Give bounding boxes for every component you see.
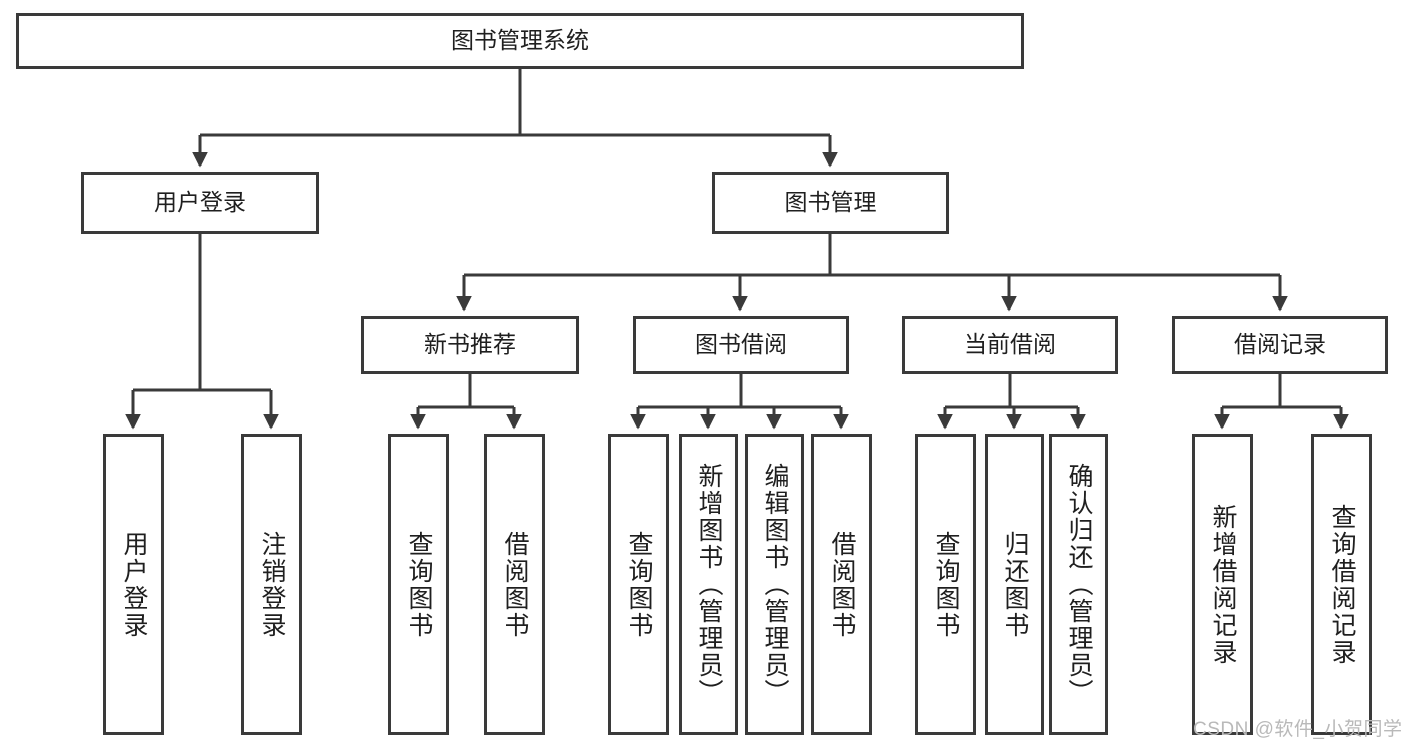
- leaf-borrow-book-newbook[interactable]: 借阅图书: [484, 434, 545, 735]
- node-user-login-label: 用户登录: [154, 189, 246, 216]
- leaf-edit-book-admin-label: 编辑图书（管理员）: [761, 463, 789, 706]
- node-new-book-recommend[interactable]: 新书推荐: [361, 316, 579, 374]
- leaf-return-book-label: 归还图书: [1001, 530, 1029, 639]
- node-current-borrow[interactable]: 当前借阅: [902, 316, 1118, 374]
- leaf-user-login-label: 用户登录: [120, 530, 148, 639]
- leaf-borrow-book[interactable]: 借阅图书: [811, 434, 872, 735]
- leaf-add-book-admin-label: 新增图书（管理员）: [695, 463, 723, 706]
- leaf-edit-book-admin[interactable]: 编辑图书（管理员）: [745, 434, 804, 735]
- node-current-borrow-label: 当前借阅: [964, 331, 1056, 358]
- leaf-borrow-book-newbook-label: 借阅图书: [501, 530, 529, 639]
- leaf-add-book-admin[interactable]: 新增图书（管理员）: [679, 434, 738, 735]
- leaf-query-borrow-record[interactable]: 查询借阅记录: [1311, 434, 1372, 735]
- node-borrow-record-label: 借阅记录: [1234, 331, 1326, 358]
- node-user-login[interactable]: 用户登录: [81, 172, 319, 234]
- node-root[interactable]: 图书管理系统: [16, 13, 1024, 69]
- leaf-add-borrow-record[interactable]: 新增借阅记录: [1192, 434, 1253, 735]
- csdn-watermark: CSDN @软件_小贺同学: [1193, 719, 1403, 740]
- leaf-query-book-current[interactable]: 查询图书: [915, 434, 976, 735]
- leaf-confirm-return-admin[interactable]: 确认归还（管理员）: [1049, 434, 1108, 735]
- node-root-label: 图书管理系统: [451, 27, 589, 54]
- node-book-management-label: 图书管理: [784, 189, 877, 216]
- leaf-query-borrow-record-label: 查询借阅记录: [1328, 503, 1356, 666]
- leaf-logout-label: 注销登录: [258, 530, 286, 639]
- leaf-return-book[interactable]: 归还图书: [985, 434, 1044, 735]
- node-new-book-recommend-label: 新书推荐: [424, 331, 516, 358]
- leaf-borrow-book-label: 借阅图书: [828, 530, 856, 639]
- node-book-borrow-label: 图书借阅: [695, 331, 787, 358]
- leaf-query-book-borrow[interactable]: 查询图书: [608, 434, 669, 735]
- leaf-query-book-current-label: 查询图书: [932, 530, 960, 639]
- node-borrow-record[interactable]: 借阅记录: [1172, 316, 1388, 374]
- leaf-query-book-borrow-label: 查询图书: [625, 530, 653, 639]
- leaf-user-login[interactable]: 用户登录: [103, 434, 164, 735]
- leaf-logout[interactable]: 注销登录: [241, 434, 302, 735]
- leaf-confirm-return-admin-label: 确认归还（管理员）: [1065, 463, 1093, 706]
- leaf-add-borrow-record-label: 新增借阅记录: [1209, 503, 1237, 666]
- leaf-query-book-newbook-label: 查询图书: [405, 530, 433, 639]
- node-book-management[interactable]: 图书管理: [712, 172, 949, 234]
- leaf-query-book-newbook[interactable]: 查询图书: [388, 434, 449, 735]
- node-book-borrow[interactable]: 图书借阅: [633, 316, 849, 374]
